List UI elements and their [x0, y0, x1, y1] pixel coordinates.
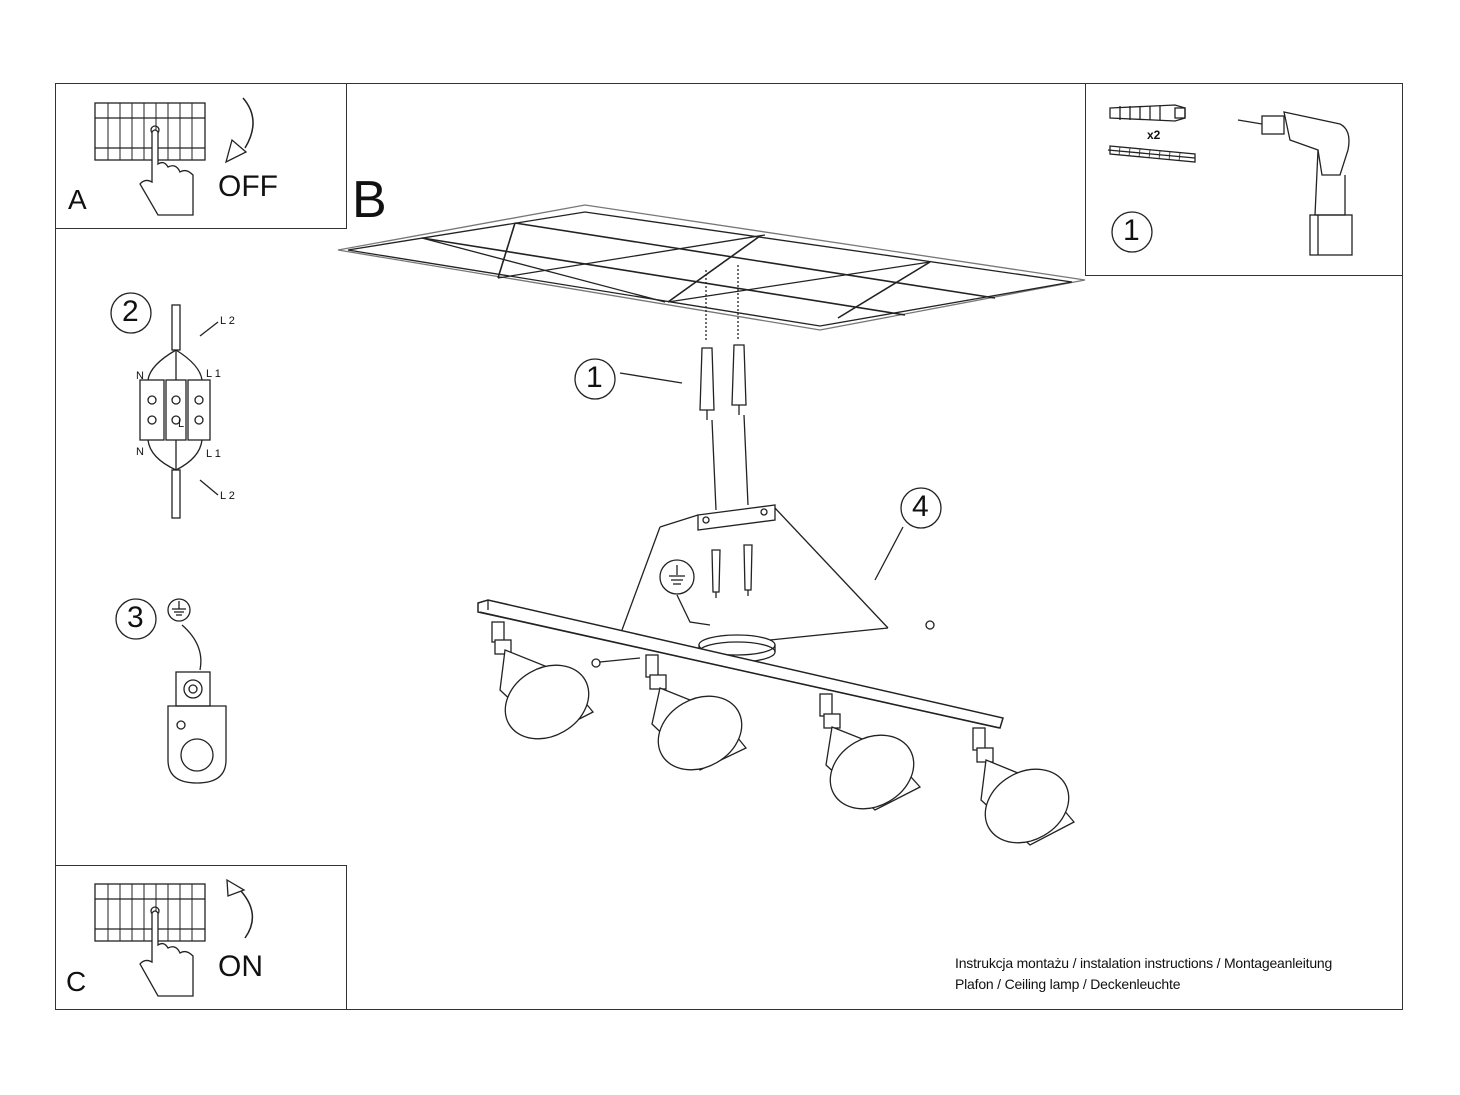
wire-label-l-center: L	[178, 418, 185, 430]
ground-step-number: 3	[127, 601, 144, 634]
screw-icon	[1107, 145, 1196, 163]
mounting-dowels	[619, 265, 749, 511]
drill-icon	[1237, 111, 1353, 256]
terminal-block-icon	[139, 304, 219, 519]
fixture-callout-circle	[900, 487, 942, 529]
spotlight-1	[491, 621, 595, 740]
step-b-letter: B	[352, 171, 387, 229]
wire-label-n-top: N	[136, 370, 144, 382]
spotlight-4	[972, 727, 1076, 846]
ground-step-circle	[115, 598, 157, 640]
step-c-panel	[55, 865, 347, 1010]
wiring-step-number: 2	[122, 295, 139, 328]
fixture-callout-number: 4	[912, 490, 929, 523]
ground-terminal-icon	[167, 671, 227, 784]
caption-instructions: Instrukcja montażu / instalation instruc…	[955, 955, 1333, 971]
step-a-panel	[55, 83, 347, 229]
tools-panel	[1085, 83, 1403, 276]
fixture-callout-leader	[874, 526, 904, 581]
step-c-on-label: ON	[218, 950, 263, 983]
ceiling-plane	[337, 204, 1086, 331]
wiring-step-circle	[110, 292, 152, 334]
wall-dowel-icon	[1109, 104, 1186, 122]
dowel-callout-number: 1	[586, 361, 603, 394]
step-a-off-label: OFF	[218, 170, 278, 203]
dowel-callout-circle	[574, 358, 616, 400]
mounting-bracket	[621, 504, 889, 631]
hand-off-icon	[139, 129, 194, 216]
arrow-up-icon	[226, 878, 254, 939]
hand-on-icon	[139, 910, 194, 997]
wire-label-l1-bottom: L 1	[206, 448, 221, 460]
breaker-panel-on-icon	[94, 883, 206, 942]
wire-label-l1-top: L 1	[206, 368, 221, 380]
dowel-quantity: x2	[1147, 128, 1161, 142]
step-a-letter: A	[68, 184, 87, 215]
caption-product-type: Plafon / Ceiling lamp / Deckenleuchte	[955, 976, 1181, 992]
ground-symbol-icon	[167, 598, 202, 671]
tools-step-circle	[1111, 211, 1153, 253]
arrow-down-icon	[224, 97, 254, 164]
wire-label-n-bottom: N	[136, 446, 144, 458]
step-c-letter: C	[66, 966, 87, 997]
earth-symbol-on-fixture	[659, 559, 711, 626]
diagram-frame	[55, 83, 1403, 1010]
tools-step-number: 1	[1123, 214, 1140, 247]
spotlight-2	[645, 654, 748, 771]
spotlight-3	[819, 693, 922, 811]
breaker-panel-off-icon	[94, 102, 206, 161]
wire-label-l2-top: L 2	[220, 315, 235, 327]
track-bar	[477, 599, 1004, 729]
wire-label-l2-bottom: L 2	[220, 490, 235, 502]
